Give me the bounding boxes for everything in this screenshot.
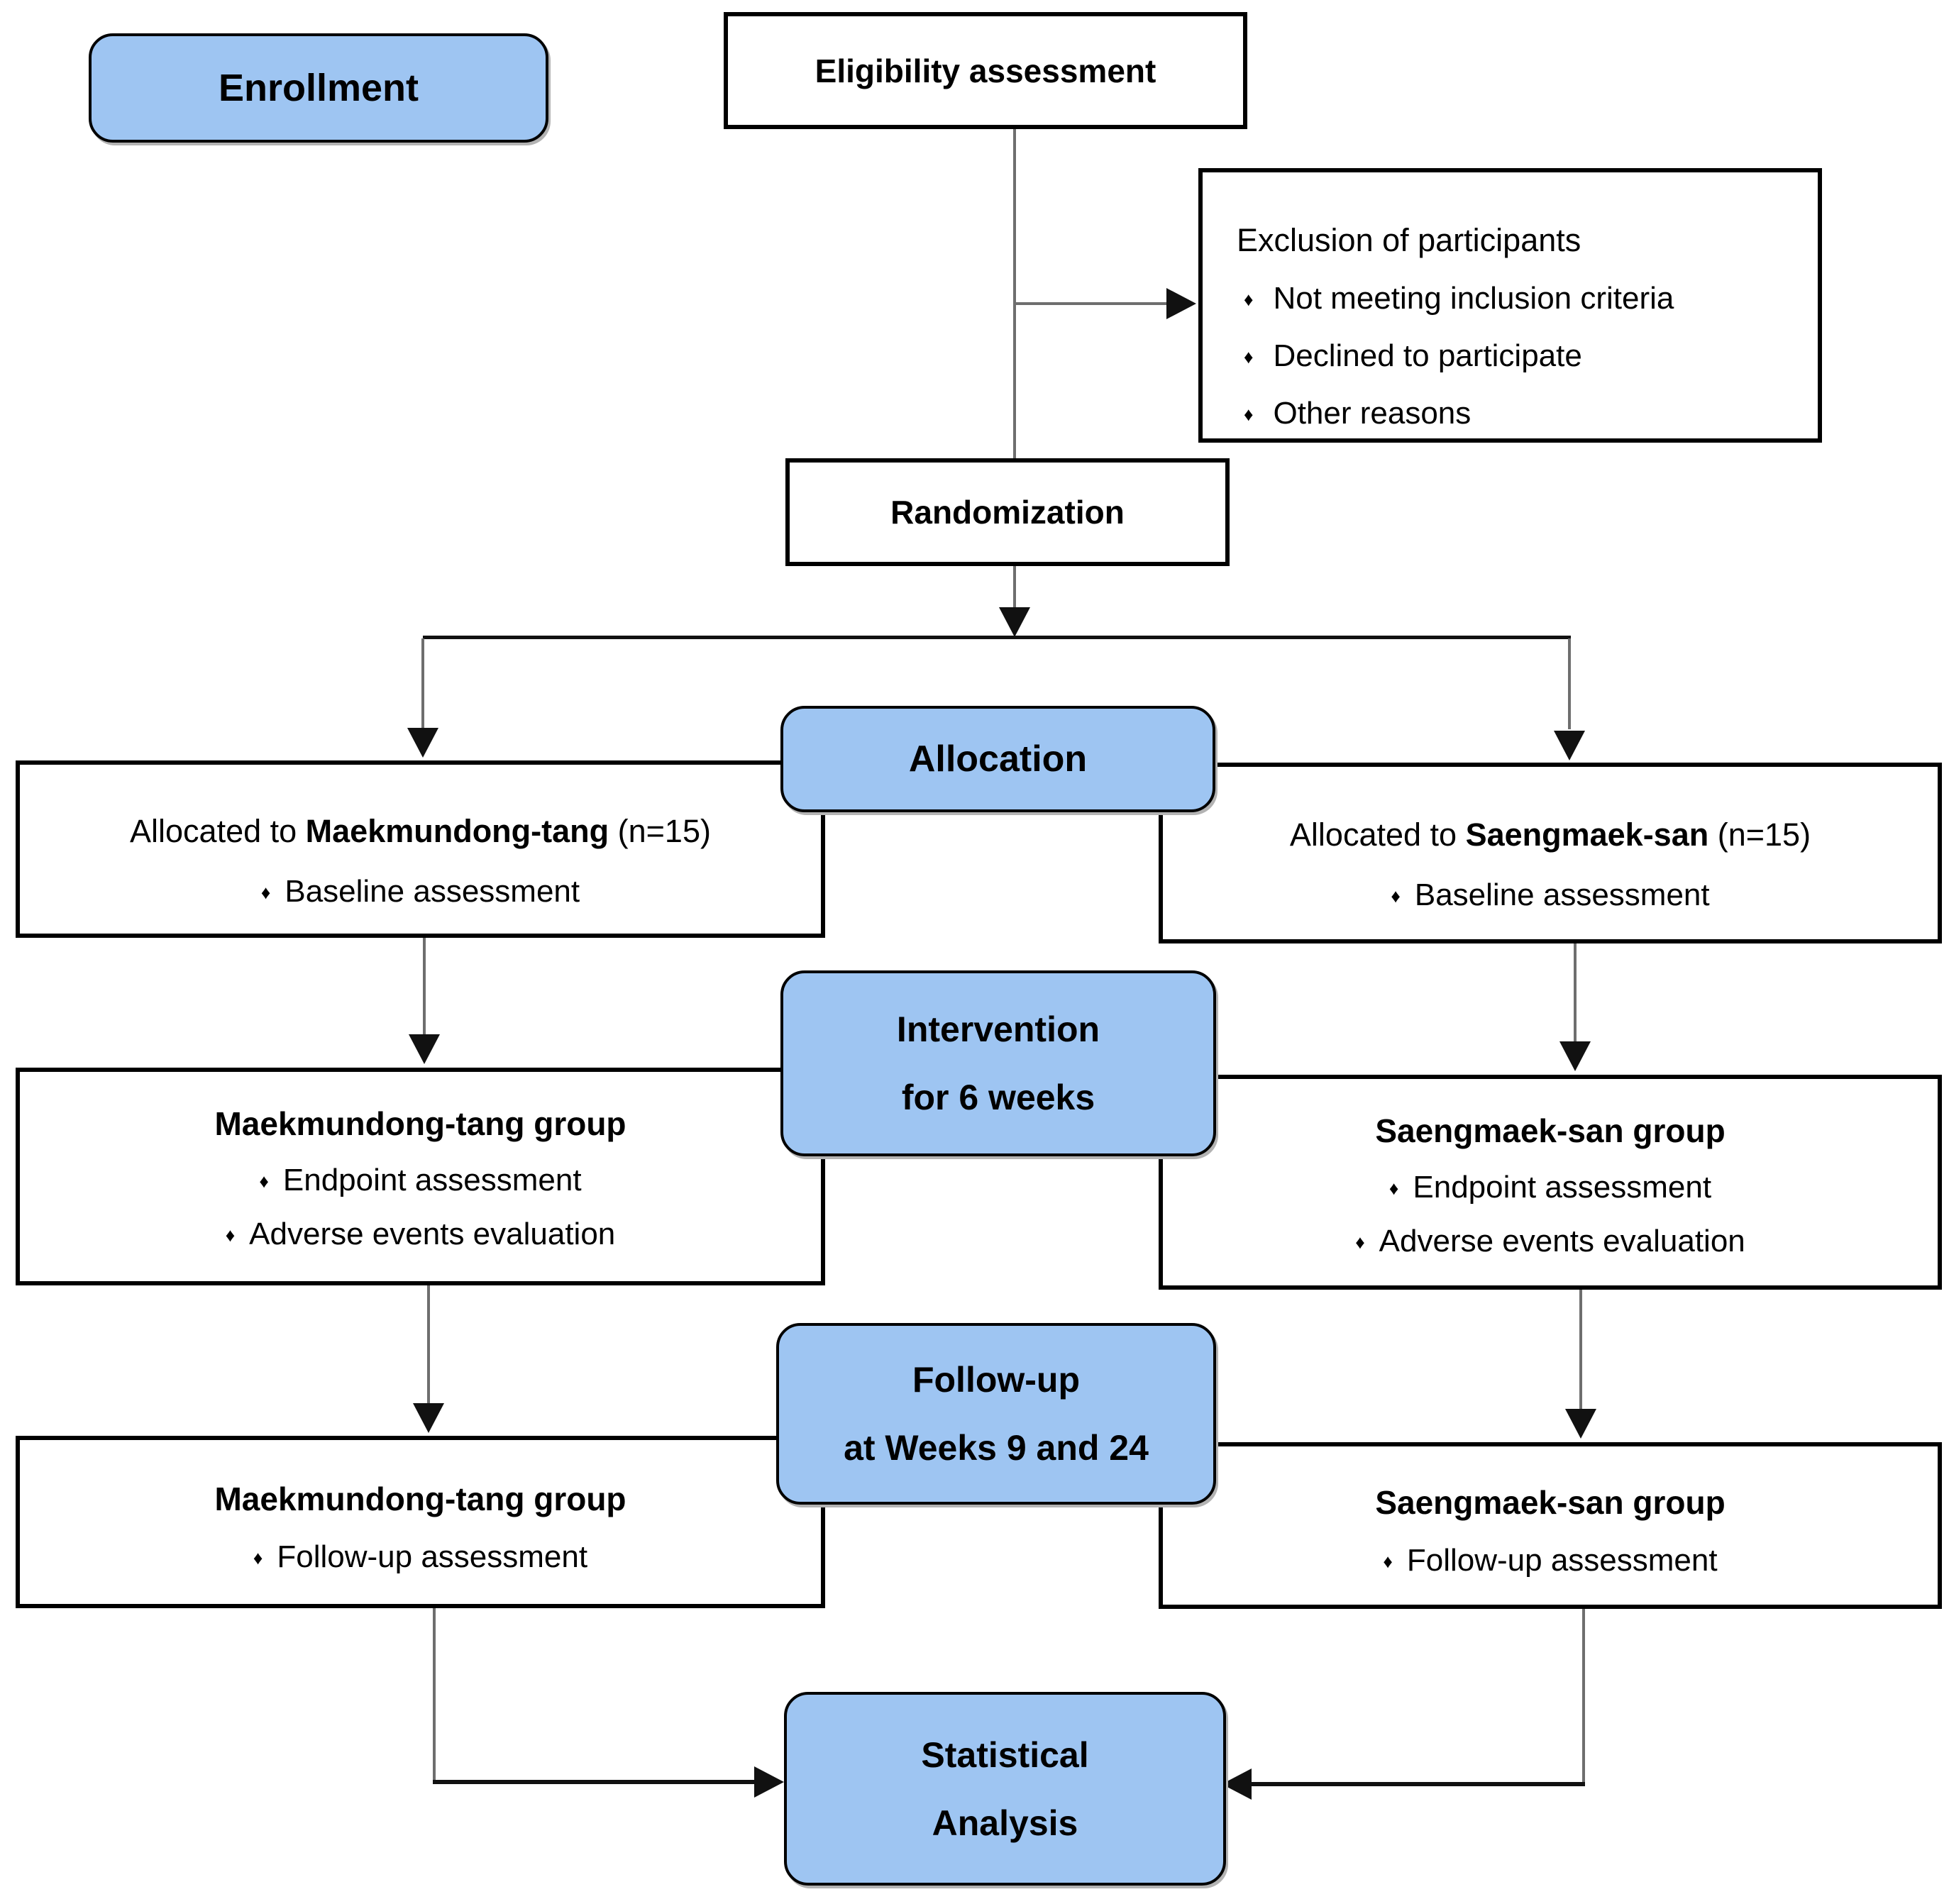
arrowhead-statistical-left [754, 1766, 784, 1798]
exclusion-bullet: ♦ Declined to participate [1237, 328, 1818, 385]
stage-statistical-analysis: Statistical Analysis [784, 1692, 1226, 1886]
followup-right-bullet: ♦ Follow-up assessment [1163, 1543, 1938, 1578]
intervention-right-bullet: ♦ Adverse events evaluation [1163, 1224, 1938, 1259]
intervention-left-bullet: ♦ Endpoint assessment [20, 1163, 821, 1198]
connector-branch-to-allocation-right [1568, 638, 1571, 729]
intervention-right-bullet-text: Endpoint assessment [1413, 1170, 1712, 1205]
intervention-left-bullet-text: Endpoint assessment [282, 1163, 582, 1197]
exclusion-bullet-text: Declined to participate [1273, 338, 1582, 373]
exclusion-title: Exclusion of participants [1237, 222, 1581, 258]
diamond-bullet-icon: ♦ [259, 1170, 269, 1192]
followup-left-title: Maekmundong-tang group [214, 1480, 626, 1517]
allocation-right-suffix: (n=15) [1708, 817, 1811, 853]
stage-intervention-label-line2: for 6 weeks [901, 1078, 1095, 1117]
stage-intervention: Intervention for 6 weeks [780, 970, 1216, 1156]
arrowhead-allocation-left [407, 728, 438, 758]
intervention-right-bullet: ♦ Endpoint assessment [1163, 1170, 1938, 1205]
allocation-left-bullet-text: Baseline assessment [285, 874, 580, 909]
exclusion-box: Exclusion of participants ♦ Not meeting i… [1198, 168, 1822, 443]
intervention-left-box: Maekmundong-tang group ♦ Endpoint assessm… [16, 1068, 825, 1285]
diamond-bullet-icon: ♦ [1355, 1231, 1365, 1253]
allocation-left-name: Maekmundong-tang [305, 813, 609, 849]
stage-followup: Follow-up at Weeks 9 and 24 [776, 1323, 1216, 1505]
allocation-left-box: Allocated to Maekmundong-tang (n=15) ♦ Ba… [16, 760, 825, 938]
allocation-left-bullet: ♦ Baseline assessment [20, 874, 821, 909]
connector-allocation-to-intervention-right [1574, 943, 1577, 1043]
intervention-right-bullet-text: Adverse events evaluation [1379, 1224, 1745, 1258]
stage-allocation: Allocation [780, 706, 1215, 812]
stage-statistical-label-line1: Statistical [921, 1734, 1089, 1775]
allocation-left-suffix: (n=15) [609, 813, 711, 849]
allocation-left-title: Allocated to Maekmundong-tang (n=15) [20, 813, 821, 850]
intervention-right-title: Saengmaek-san group [1375, 1112, 1726, 1149]
diamond-bullet-icon: ♦ [1244, 404, 1254, 425]
stage-enrollment: Enrollment [89, 33, 548, 143]
followup-right-box: Saengmaek-san group ♦ Follow-up assessmen… [1159, 1442, 1942, 1609]
allocation-right-prefix: Allocated to [1289, 817, 1466, 853]
stage-intervention-label-line1: Intervention [896, 1009, 1100, 1049]
followup-left-box: Maekmundong-tang group ♦ Follow-up assess… [16, 1436, 825, 1608]
followup-left-bullet-text: Follow-up assessment [277, 1539, 588, 1574]
arrowhead-followup-left [413, 1403, 444, 1433]
diamond-bullet-icon: ♦ [253, 1547, 263, 1568]
allocation-right-bullet-text: Baseline assessment [1414, 878, 1710, 912]
connector-to-exclusion [1013, 302, 1168, 305]
stage-allocation-label: Allocation [908, 738, 1088, 780]
diamond-bullet-icon: ♦ [1383, 1551, 1393, 1572]
exclusion-bullet: ♦ Other reasons [1237, 385, 1818, 443]
stage-followup-label-line2: at Weeks 9 and 24 [844, 1428, 1149, 1468]
allocation-right-bullet: ♦ Baseline assessment [1163, 878, 1938, 913]
randomization-box: Randomization [785, 458, 1230, 566]
arrowhead-branch [999, 607, 1030, 637]
connector-intervention-to-followup-left [427, 1285, 430, 1405]
arrowhead-exclusion [1166, 288, 1196, 319]
stage-enrollment-label: Enrollment [218, 67, 419, 109]
followup-right-bullet-text: Follow-up assessment [1406, 1543, 1718, 1578]
arrowhead-statistical-right [1222, 1769, 1252, 1800]
arrowhead-followup-right [1565, 1409, 1596, 1439]
connector-intervention-to-followup-right [1579, 1290, 1582, 1410]
connector-randomization-to-branch [1013, 566, 1016, 609]
connector-eligibility-to-randomization [1013, 129, 1016, 458]
diamond-bullet-icon: ♦ [1391, 885, 1401, 907]
followup-right-title: Saengmaek-san group [1375, 1484, 1726, 1521]
diamond-bullet-icon: ♦ [1244, 289, 1254, 310]
exclusion-bullet: ♦ Not meeting inclusion criteria [1237, 270, 1818, 328]
connector-branch-to-allocation-left [421, 638, 424, 729]
connector-followup-left-horizontal [433, 1780, 756, 1784]
branch-line [423, 636, 1571, 639]
arrowhead-intervention-left [409, 1034, 440, 1064]
eligibility-box: Eligibility assessment [724, 12, 1247, 129]
diamond-bullet-icon: ♦ [225, 1224, 236, 1246]
followup-left-bullet: ♦ Follow-up assessment [20, 1539, 821, 1575]
intervention-right-box: Saengmaek-san group ♦ Endpoint assessment… [1159, 1075, 1942, 1290]
diamond-bullet-icon: ♦ [1388, 1178, 1399, 1199]
intervention-left-title: Maekmundong-tang group [214, 1105, 626, 1142]
allocation-right-name: Saengmaek-san [1465, 817, 1709, 853]
exclusion-bullet-text: Not meeting inclusion criteria [1273, 281, 1674, 316]
allocation-left-prefix: Allocated to [130, 813, 306, 849]
allocation-right-box: Allocated to Saengmaek-san (n=15) ♦ Basel… [1159, 763, 1942, 943]
stage-followup-label-line1: Follow-up [912, 1360, 1081, 1400]
allocation-right-title: Allocated to Saengmaek-san (n=15) [1163, 817, 1938, 853]
connector-followup-right-down [1582, 1609, 1585, 1786]
exclusion-bullet-text: Other reasons [1273, 396, 1472, 431]
connector-followup-right-horizontal [1252, 1782, 1585, 1786]
arrowhead-allocation-right [1554, 731, 1585, 760]
stage-statistical-label-line2: Analysis [932, 1803, 1078, 1843]
intervention-left-bullet-text: Adverse events evaluation [249, 1217, 616, 1251]
eligibility-title: Eligibility assessment [815, 52, 1156, 89]
randomization-title: Randomization [890, 494, 1125, 531]
connector-allocation-to-intervention-left [423, 938, 426, 1036]
connector-followup-left-down [433, 1608, 436, 1783]
diamond-bullet-icon: ♦ [260, 882, 271, 903]
intervention-left-bullet: ♦ Adverse events evaluation [20, 1217, 821, 1252]
diamond-bullet-icon: ♦ [1244, 346, 1254, 367]
arrowhead-intervention-right [1559, 1041, 1591, 1071]
